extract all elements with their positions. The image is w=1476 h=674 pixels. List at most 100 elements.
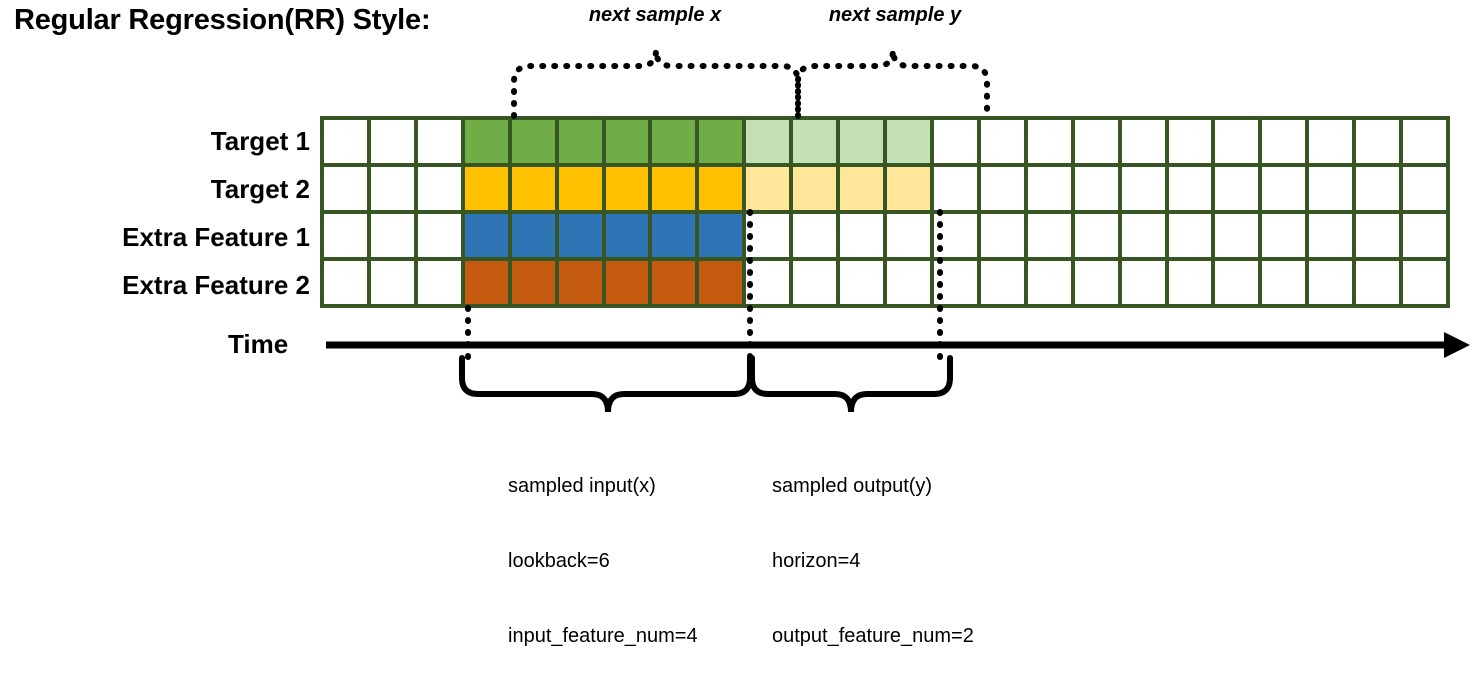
grid-cell-input-r2-c3 <box>464 214 508 257</box>
row-label-target-2: Target 2 <box>210 174 310 204</box>
grid-cell-blank-r3-c9 <box>746 261 790 304</box>
grid-cell-input-r1-c4 <box>511 167 555 210</box>
grid-cell-blank-r1-c23 <box>1403 167 1446 210</box>
grid-cell-output-r1-c11 <box>840 167 883 210</box>
row-label-target-1: Target 1 <box>210 126 310 156</box>
grid-cell-input-r1-c5 <box>558 167 602 210</box>
grid-cell-input-r1-c7 <box>652 167 696 210</box>
grid-cell-blank-r0-c21 <box>1309 120 1353 163</box>
grid-cell-blank-r3-c17 <box>1121 261 1165 304</box>
grid-cell-blank-r2-c9 <box>746 214 790 257</box>
grid-cell-input-r2-c5 <box>558 214 602 257</box>
grid-cell-blank-r3-c10 <box>793 261 837 304</box>
sampled-output-note-line2: horizon=4 <box>772 550 861 572</box>
grid-cell-blank-r0-c0 <box>324 120 367 163</box>
grid-cell-input-r2-c6 <box>605 214 649 257</box>
grid-cell-input-r0-c6 <box>605 120 649 163</box>
sampled-output-note: sampled output(y) horizon=4 output_featu… <box>772 424 974 674</box>
top-brace-next-sample-x <box>511 49 801 119</box>
grid-cell-blank-r2-c20 <box>1262 214 1306 257</box>
top-brace-label-next-sample-x: next sample x <box>588 4 722 26</box>
grid-cell-blank-r0-c2 <box>417 120 461 163</box>
row-label-extra-feature-2: Extra Feature 2 <box>122 270 310 300</box>
grid-cell-blank-r3-c23 <box>1403 261 1446 304</box>
grid-cell-blank-r0-c23 <box>1403 120 1446 163</box>
grid-cell-blank-r1-c22 <box>1356 167 1400 210</box>
top-brace-next-sample-y <box>795 49 990 119</box>
grid-cell-blank-r2-c22 <box>1356 214 1400 257</box>
grid-cell-blank-r3-c11 <box>840 261 883 304</box>
grid-cell-input-r3-c8 <box>699 261 743 304</box>
grid-cell-blank-r0-c17 <box>1121 120 1165 163</box>
sampled-input-note: sampled input(x) lookback=6 input_featur… <box>508 424 698 674</box>
grid-cell-blank-r3-c15 <box>1027 261 1071 304</box>
grid-cell-output-r0-c12 <box>887 120 930 163</box>
grid-cell-output-r0-c10 <box>793 120 837 163</box>
grid-cell-blank-r3-c18 <box>1168 261 1212 304</box>
grid-cell-blank-r2-c21 <box>1309 214 1353 257</box>
grid-cell-blank-r2-c15 <box>1027 214 1071 257</box>
grid-cell-input-r2-c7 <box>652 214 696 257</box>
grid-cell-blank-r2-c19 <box>1215 214 1259 257</box>
grid-cell-blank-r0-c19 <box>1215 120 1259 163</box>
grid-cell-blank-r3-c19 <box>1215 261 1259 304</box>
grid-cell-blank-r0-c18 <box>1168 120 1212 163</box>
grid-cell-input-r1-c3 <box>464 167 508 210</box>
grid-cell-blank-r2-c2 <box>417 214 461 257</box>
grid-cell-blank-r3-c2 <box>417 261 461 304</box>
grid-cell-blank-r1-c0 <box>324 167 367 210</box>
grid-cell-blank-r1-c17 <box>1121 167 1165 210</box>
grid-cell-input-r3-c7 <box>652 261 696 304</box>
grid-cell-input-r0-c4 <box>511 120 555 163</box>
grid-cell-input-r1-c8 <box>699 167 743 210</box>
grid-cell-blank-r1-c13 <box>933 167 977 210</box>
top-brace-label-next-sample-y: next sample y <box>828 4 962 26</box>
grid-cell-input-r2-c8 <box>699 214 743 257</box>
grid-cell-blank-r0-c16 <box>1074 120 1118 163</box>
grid-cell-blank-r2-c12 <box>887 214 930 257</box>
sampled-input-note-line2: lookback=6 <box>508 550 610 572</box>
sampled-input-note-line3: input_feature_num=4 <box>508 625 698 647</box>
grid-cell-input-r3-c3 <box>464 261 508 304</box>
grid-cell-input-r0-c7 <box>652 120 696 163</box>
grid-cell-blank-r2-c16 <box>1074 214 1118 257</box>
grid-cell-blank-r2-c18 <box>1168 214 1212 257</box>
grid-cell-input-r1-c6 <box>605 167 649 210</box>
grid-cell-blank-r2-c17 <box>1121 214 1165 257</box>
grid-cell-blank-r1-c16 <box>1074 167 1118 210</box>
grid-cell-blank-r1-c15 <box>1027 167 1071 210</box>
grid-cell-input-r0-c5 <box>558 120 602 163</box>
grid-cell-blank-r3-c12 <box>887 261 930 304</box>
grid-cell-input-r2-c4 <box>511 214 555 257</box>
timeseries-grid <box>320 116 1450 308</box>
grid-cell-blank-r3-c21 <box>1309 261 1353 304</box>
grid-cell-output-r0-c9 <box>746 120 790 163</box>
sampled-input-note-line1: sampled input(x) <box>508 475 656 497</box>
grid-cell-blank-r2-c0 <box>324 214 367 257</box>
grid-cell-input-r0-c3 <box>464 120 508 163</box>
grid-cell-blank-r3-c1 <box>370 261 414 304</box>
grid-cell-input-r3-c6 <box>605 261 649 304</box>
grid-cell-blank-r2-c13 <box>933 214 977 257</box>
grid-cell-output-r1-c10 <box>793 167 837 210</box>
grid-cell-blank-r2-c1 <box>370 214 414 257</box>
grid-cell-blank-r2-c23 <box>1403 214 1446 257</box>
grid-cell-output-r1-c12 <box>887 167 930 210</box>
grid-cell-blank-r2-c10 <box>793 214 837 257</box>
grid-cell-blank-r3-c20 <box>1262 261 1306 304</box>
grid-cell-blank-r0-c1 <box>370 120 414 163</box>
grid-cell-blank-r1-c21 <box>1309 167 1353 210</box>
grid-cell-blank-r3-c22 <box>1356 261 1400 304</box>
grid-cell-input-r0-c8 <box>699 120 743 163</box>
grid-cell-blank-r1-c19 <box>1215 167 1259 210</box>
grid-cell-blank-r1-c18 <box>1168 167 1212 210</box>
bottom-brace-sampled-input <box>459 355 753 413</box>
grid-cell-blank-r0-c20 <box>1262 120 1306 163</box>
time-axis-label: Time <box>228 329 289 359</box>
grid-cell-input-r3-c4 <box>511 261 555 304</box>
grid-cell-blank-r0-c13 <box>933 120 977 163</box>
grid-cell-input-r3-c5 <box>558 261 602 304</box>
grid-cell-blank-r2-c14 <box>980 214 1024 257</box>
grid-cell-blank-r3-c0 <box>324 261 367 304</box>
row-label-extra-feature-1: Extra Feature 1 <box>122 222 310 252</box>
